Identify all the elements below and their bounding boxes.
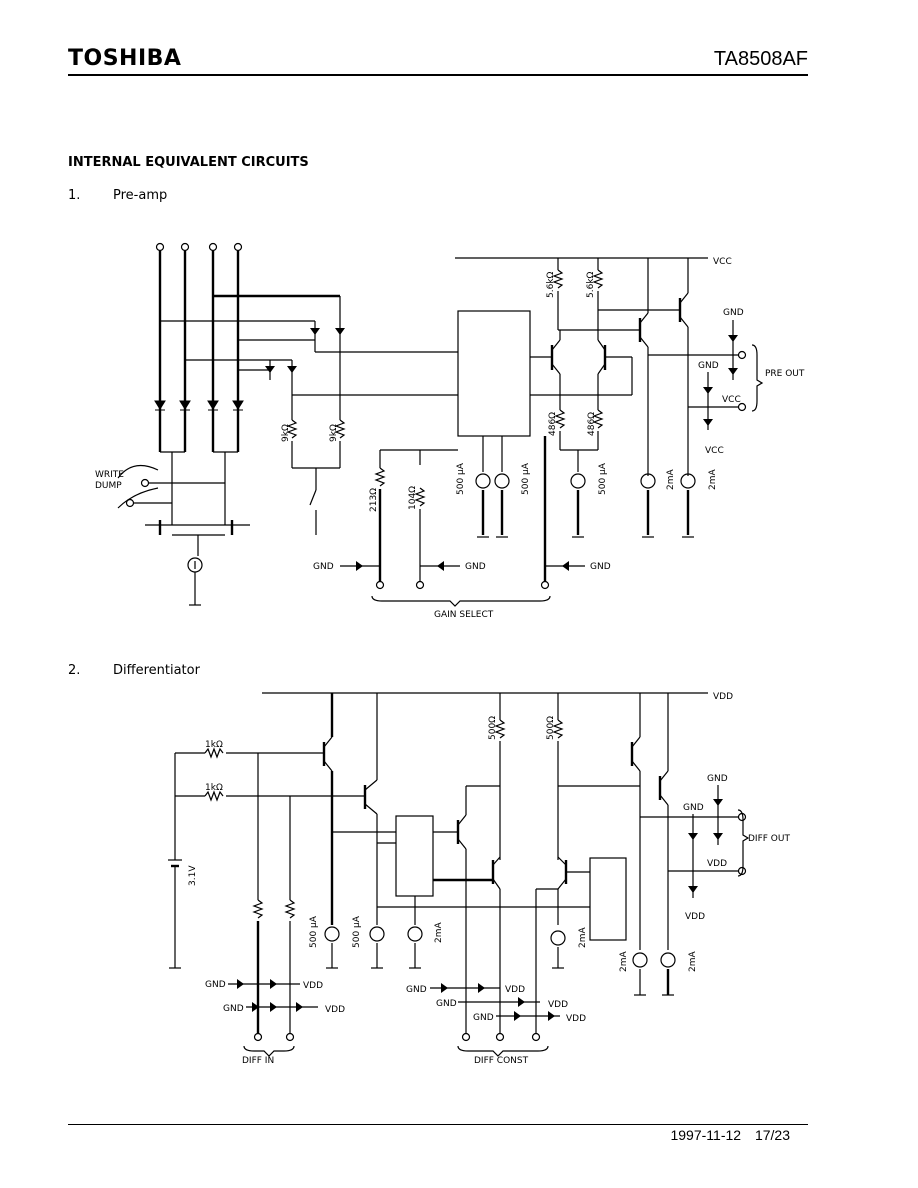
diff-v: 3.1V (188, 865, 198, 886)
gnd-label: GND (590, 562, 611, 572)
subsection-preamp: 1. Pre-amp (68, 188, 167, 203)
diff-r2: 1kΩ (205, 783, 223, 793)
part-number: TA8508AF (713, 48, 808, 70)
brand-logo: TOSHIBA (68, 46, 182, 71)
preamp-r4: 486Ω (587, 412, 597, 436)
preamp-r2: 5.6kΩ (586, 271, 596, 298)
preamp-r7: 213Ω (369, 488, 379, 512)
preamp-i1: 500 μA (456, 462, 466, 495)
vdd-label: VDD (685, 912, 705, 922)
gnd-label: GND (223, 1004, 244, 1014)
subsection-number: 2. (68, 663, 81, 678)
gnd-label: GND (473, 1013, 494, 1023)
gnd-label: GND (406, 985, 427, 995)
gnd-label: GND (313, 562, 334, 572)
vdd-label: VDD (325, 1005, 345, 1015)
subsection-title: Pre-amp (113, 188, 168, 203)
preamp-i3: 500 μA (598, 462, 608, 495)
gain-select-label: GAIN SELECT (434, 610, 494, 620)
diff-in-label: DIFF IN (242, 1056, 274, 1066)
section-title: INTERNAL EQUIVALENT CIRCUITS (68, 155, 309, 170)
vdd-label: VDD (548, 1000, 568, 1010)
diff-out-label: DIFF OUT (748, 834, 790, 844)
write-label: WRITE (95, 470, 124, 480)
preamp-r6: 9kΩ (329, 424, 339, 442)
vcc-label: VCC (705, 446, 724, 456)
diff-const-label: DIFF CONST (474, 1056, 529, 1066)
preamp-r8: 104Ω (408, 486, 418, 510)
vdd-label: VDD (707, 859, 727, 869)
diff-i3: 2mA (434, 922, 444, 943)
preamp-i2: 500 μA (521, 462, 531, 495)
subsection-differentiator: 2. Differentiator (68, 663, 200, 678)
subsection-number: 1. (68, 188, 81, 203)
preamp-r5: 9kΩ (281, 424, 291, 442)
diff-i2: 500 μA (352, 915, 362, 948)
diff-r3: 500Ω (488, 716, 498, 740)
gnd-label: GND (683, 803, 704, 813)
dump-label: DUMP (95, 481, 122, 491)
header-rule (68, 74, 808, 76)
gnd-label: GND (698, 361, 719, 371)
vcc-label: VCC (722, 395, 741, 405)
vdd-label: VDD (303, 981, 323, 991)
preamp-r1: 5.6kΩ (546, 271, 556, 298)
vdd-label: VDD (713, 692, 733, 702)
differentiator-circuit: VDD 1kΩ 1kΩ 3.1V (168, 692, 790, 1066)
diff-r1: 1kΩ (205, 740, 223, 750)
preamp-r3: 486Ω (548, 412, 558, 436)
vdd-label: VDD (505, 985, 525, 995)
diff-i6: 2mA (688, 951, 698, 972)
diff-r4: 500Ω (546, 716, 556, 740)
gnd-label: GND (436, 999, 457, 1009)
preamp-i5: 2mA (708, 469, 718, 490)
footer-date: 1997-11-12 (670, 1127, 742, 1143)
gnd-label: GND (707, 774, 728, 784)
preamp-circuit: WRITE DUMP VCC 5.6kΩ 5.6kΩ (95, 242, 805, 620)
gnd-label: GND (723, 308, 744, 318)
vdd-label: VDD (566, 1014, 586, 1024)
vcc-label: VCC (713, 257, 732, 267)
gnd-label: GND (205, 980, 226, 990)
footer-rule (68, 1124, 808, 1125)
diff-i5: 2mA (619, 951, 629, 972)
footer: 1997-11-12 17/23 (660, 1127, 790, 1143)
diff-i1: 500 μA (309, 915, 319, 948)
gnd-label: GND (465, 562, 486, 572)
footer-page: 17/23 (754, 1127, 790, 1143)
pre-out-label: PRE OUT (765, 369, 805, 379)
diff-i4: 2mA (578, 927, 588, 948)
preamp-i4: 2mA (666, 469, 676, 490)
subsection-title: Differentiator (113, 663, 200, 678)
